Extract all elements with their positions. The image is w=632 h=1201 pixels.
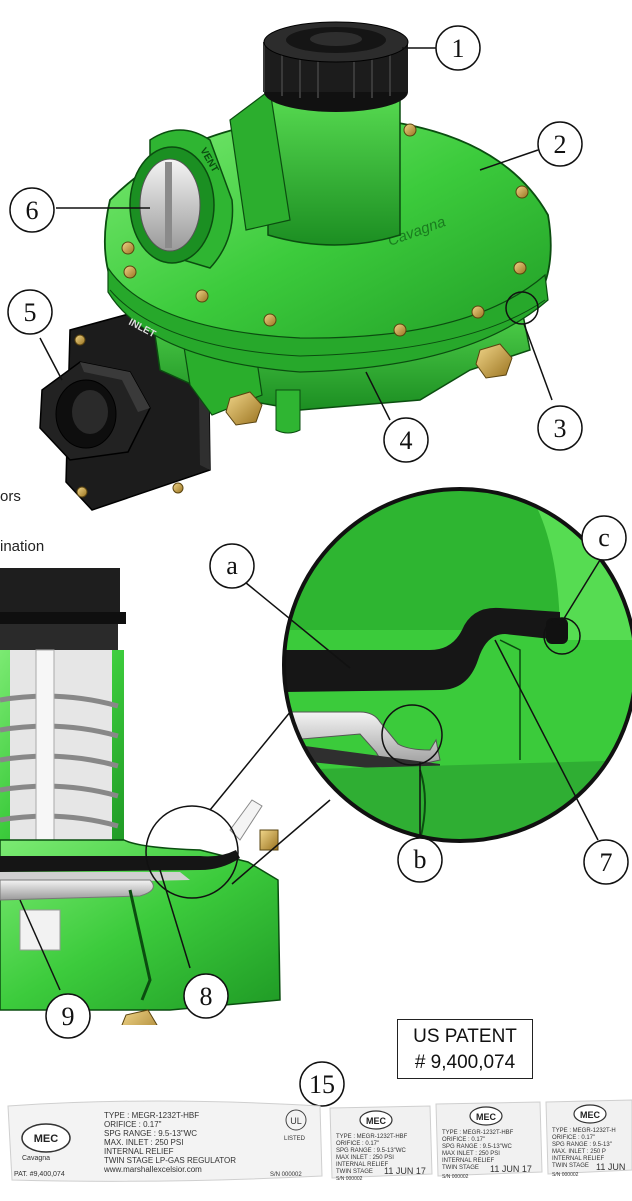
patent-line-2: # 9,400,074 (414, 1052, 516, 1073)
callout-a: a (209, 543, 255, 589)
svg-text:TWIN STAGE: TWIN STAGE (552, 1163, 589, 1169)
rating-label-main: MEC Cavagna PAT. #9,400,074 TYPE : MEGR-… (7, 1100, 323, 1182)
callout-7: 7 (583, 839, 629, 885)
svg-text:ORIFICE : 0.17": ORIFICE : 0.17" (552, 1135, 595, 1141)
rating-label-2: MEC TYPE : MEGR-1232T-HBF ORIFICE : 0.17… (435, 1101, 543, 1180)
svg-text:7: 7 (600, 848, 613, 877)
svg-text:8: 8 (200, 982, 213, 1011)
svg-text:TYPE : MEGR-1232T-HBF: TYPE : MEGR-1232T-HBF (104, 1111, 199, 1120)
svg-text:ORIFICE : 0.17": ORIFICE : 0.17" (104, 1120, 162, 1129)
svg-text:5: 5 (24, 298, 37, 327)
svg-text:MEC: MEC (476, 1112, 497, 1122)
callout-c: c (581, 515, 627, 561)
svg-text:a: a (226, 551, 238, 580)
svg-text:S/N 000002: S/N 000002 (552, 1172, 579, 1178)
svg-text:TWIN STAGE: TWIN STAGE (336, 1169, 373, 1175)
callout-4: 4 (383, 417, 429, 463)
svg-text:11 JUN 17: 11 JUN 17 (384, 1166, 426, 1176)
adjustment-cap (263, 21, 409, 112)
inlet-hex-fitting (39, 361, 151, 461)
svg-text:6: 6 (26, 196, 39, 225)
svg-text:INTERNAL RELIEF: INTERNAL RELIEF (552, 1156, 604, 1162)
svg-text:11 JUN 17: 11 JUN 17 (490, 1164, 532, 1174)
svg-text:SPG RANGE : 9.5-13"WC: SPG RANGE : 9.5-13"WC (336, 1148, 406, 1154)
regulator-exterior-view: Cavagna VENT INLE (39, 21, 552, 511)
callout-1: 1 (435, 25, 481, 71)
svg-text:PAT. #9,400,074: PAT. #9,400,074 (14, 1171, 65, 1178)
callout-b: b (397, 837, 443, 883)
patent-line-1: US PATENT (413, 1026, 517, 1047)
regulator-cutaway-view (0, 568, 281, 1025)
patent-box: US PATENT # 9,400,074 (397, 1019, 533, 1079)
svg-text:ORIFICE : 0.17": ORIFICE : 0.17" (442, 1137, 485, 1143)
svg-text:SPG RANGE : 9.5-13"WC: SPG RANGE : 9.5-13"WC (442, 1144, 512, 1150)
svg-text:SPG RANGE : 9.5-13"WC: SPG RANGE : 9.5-13"WC (104, 1129, 197, 1138)
magnified-seal-detail (282, 487, 632, 843)
ul-mark-icon (285, 1109, 307, 1131)
svg-text:MEC: MEC (34, 1133, 59, 1145)
mec-logo-icon (21, 1123, 71, 1153)
svg-text:MAX. INLET : 250 PSI: MAX. INLET : 250 PSI (104, 1138, 183, 1147)
svg-text:LISTED: LISTED (284, 1136, 306, 1142)
svg-text:15: 15 (309, 1070, 335, 1099)
svg-text:3: 3 (554, 414, 567, 443)
svg-text:MAX. INLET : 250 P: MAX. INLET : 250 P (552, 1149, 606, 1155)
callout-5: 5 (7, 289, 53, 335)
svg-text:c: c (598, 523, 610, 552)
svg-text:UL: UL (290, 1116, 302, 1126)
vent-outlet: VENT (129, 129, 234, 269)
svg-text:SPG RANGE : 9.5-13": SPG RANGE : 9.5-13" (552, 1142, 612, 1148)
callout-3: 3 (537, 405, 583, 451)
svg-text:2: 2 (554, 130, 567, 159)
label-strip: MEC Cavagna PAT. #9,400,074 TYPE : MEGR-… (7, 1099, 632, 1182)
cropped-text-1: ors (0, 488, 21, 505)
svg-text:TYPE : MEGR-1232T-HBF: TYPE : MEGR-1232T-HBF (442, 1130, 514, 1136)
leader-lines (19, 47, 601, 991)
callout-8: 8 (183, 973, 229, 1019)
callout-2: 2 (537, 121, 583, 167)
cutaway-highlight-ring (145, 805, 239, 899)
callout-6: 6 (9, 187, 55, 233)
callout-9: 9 (45, 993, 91, 1039)
svg-text:TWIN STAGE: TWIN STAGE (442, 1165, 479, 1171)
svg-text:ORIFICE : 0.17": ORIFICE : 0.17" (336, 1141, 379, 1147)
svg-text:4: 4 (400, 426, 413, 455)
svg-text:TYPE : MEGR-1232T-HBF: TYPE : MEGR-1232T-HBF (336, 1134, 408, 1140)
svg-text:MAX INLET : 250 PSI: MAX INLET : 250 PSI (336, 1155, 394, 1161)
seal-highlight-ring (505, 291, 539, 325)
svg-text:TYPE : MEGR-1232T-H: TYPE : MEGR-1232T-H (552, 1128, 616, 1134)
dome-bolts (121, 123, 529, 337)
cropped-text-2: ination (0, 538, 45, 555)
svg-text:INTERNAL RELIEF: INTERNAL RELIEF (336, 1162, 388, 1168)
svg-text:11 JUN: 11 JUN (596, 1162, 625, 1172)
svg-text:INTERNAL RELIEF: INTERNAL RELIEF (442, 1158, 494, 1164)
svg-text:S/N 000002: S/N 000002 (336, 1176, 363, 1182)
spring (0, 693, 119, 829)
svg-text:9: 9 (62, 1002, 75, 1031)
svg-text:Cavagna: Cavagna (22, 1155, 50, 1162)
svg-text:b: b (414, 845, 427, 874)
svg-text:1: 1 (452, 34, 465, 63)
svg-text:S/N 000002: S/N 000002 (270, 1172, 302, 1178)
rating-label-3: MEC TYPE : MEGR-1232T-H ORIFICE : 0.17" … (545, 1099, 632, 1178)
svg-text:www.marshallexcelsior.com: www.marshallexcelsior.com (103, 1165, 202, 1174)
svg-text:TWIN STAGE LP-GAS REGULATOR: TWIN STAGE LP-GAS REGULATOR (104, 1156, 236, 1165)
svg-text:MAX INLET : 250 PSI: MAX INLET : 250 PSI (442, 1151, 500, 1157)
rating-label-1: MEC TYPE : MEGR-1232T-HBF ORIFICE : 0.17… (329, 1105, 433, 1182)
svg-text:MEC: MEC (580, 1110, 601, 1120)
svg-text:S/N 000002: S/N 000002 (442, 1174, 469, 1180)
svg-text:MEC: MEC (366, 1116, 387, 1126)
callout-15: 15 (299, 1061, 345, 1107)
svg-text:INTERNAL RELIEF: INTERNAL RELIEF (104, 1147, 174, 1156)
